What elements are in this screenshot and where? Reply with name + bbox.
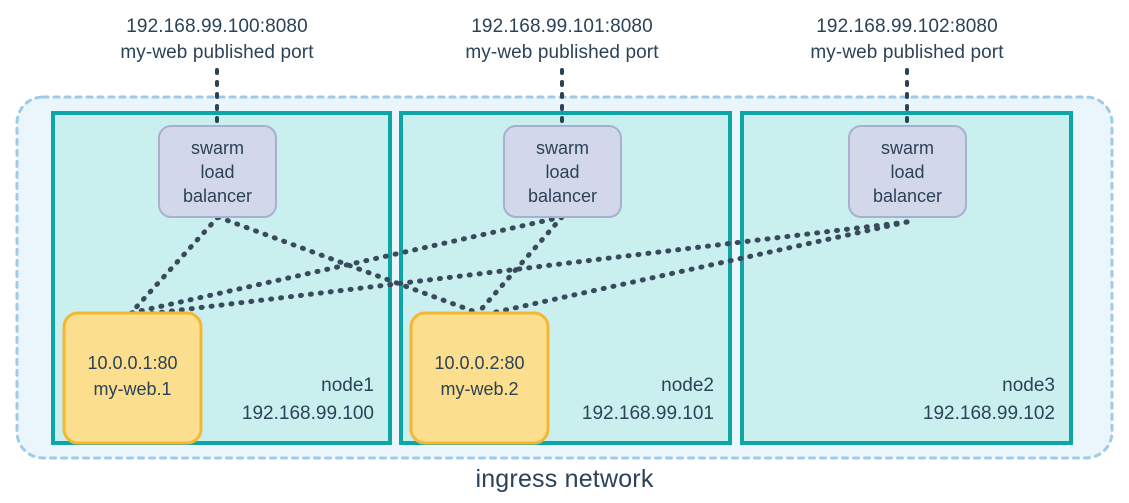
- published-port-label-node3: 192.168.99.102:8080 my-web published por…: [787, 14, 1027, 66]
- published-port-address-node3: 192.168.99.102:8080: [816, 16, 998, 37]
- connector-lb3-to-task1: [128, 219, 910, 319]
- connector-lb3-to-task2: [475, 219, 910, 319]
- published-port-description-node3: my-web published port: [810, 42, 1004, 63]
- published-port-label-node2: 192.168.99.101:8080 my-web published por…: [442, 14, 682, 66]
- ingress-network-caption: ingress network: [475, 465, 654, 493]
- connector-lb2-to-task2: [475, 214, 565, 316]
- task-box-my-web-2[interactable]: [409, 311, 550, 445]
- published-port-description-node2: my-web published port: [465, 42, 659, 63]
- load-balancer-box-node2[interactable]: [503, 125, 622, 218]
- routing-mesh-connectors: [128, 214, 910, 319]
- connector-lb2-to-task1: [128, 214, 565, 316]
- published-port-label-node1: 192.168.99.100:8080 my-web published por…: [97, 14, 337, 66]
- task-box-my-web-1[interactable]: [62, 311, 203, 445]
- published-port-address-node2: 192.168.99.101:8080: [471, 16, 653, 37]
- published-port-address-node1: 192.168.99.100:8080: [126, 16, 308, 37]
- published-port-description-node1: my-web published port: [120, 42, 314, 63]
- load-balancer-box-node1[interactable]: [158, 125, 277, 218]
- connector-lb1-to-task1: [128, 214, 221, 316]
- load-balancer-box-node3[interactable]: [848, 125, 967, 218]
